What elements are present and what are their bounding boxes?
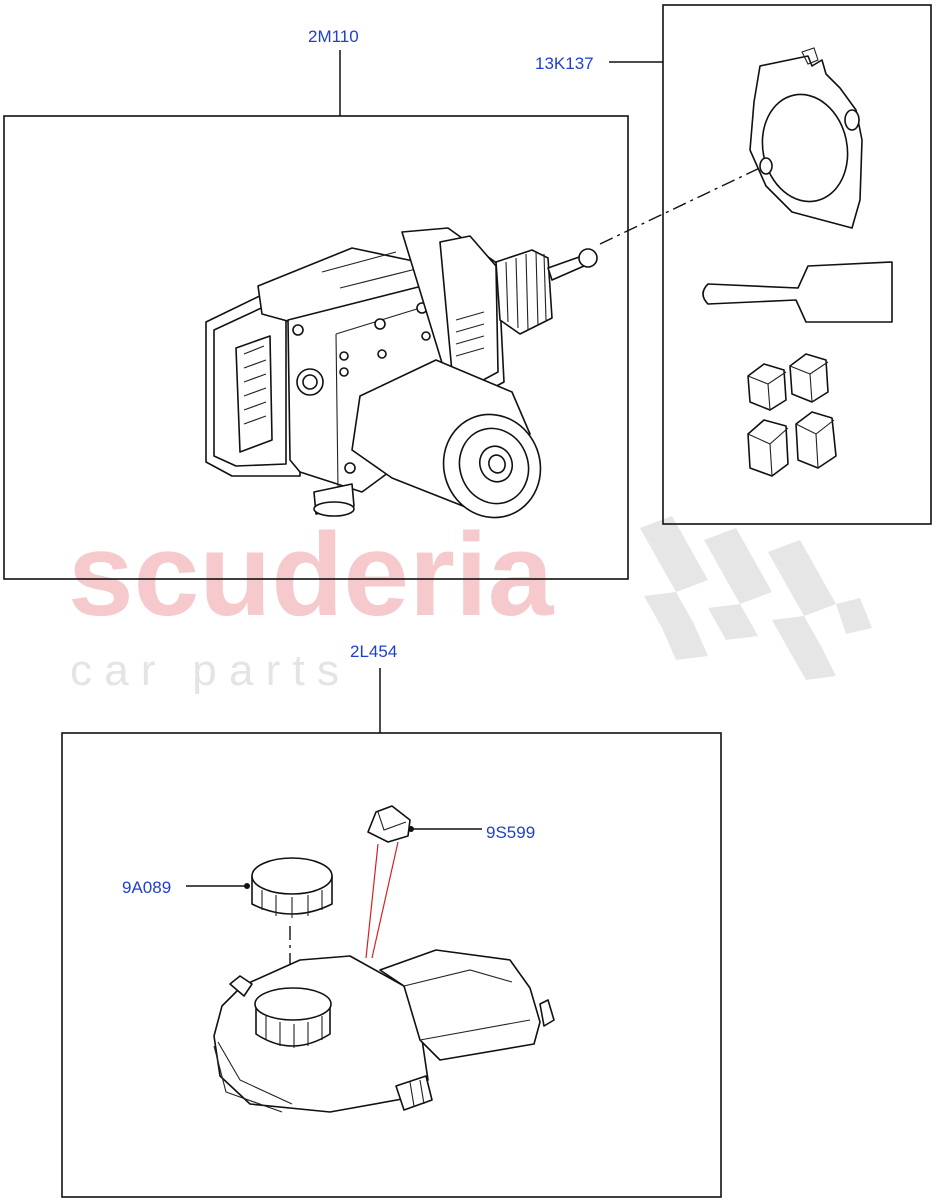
watermark-brand: scuderia: [68, 509, 555, 641]
callout-13k137[interactable]: 13K137: [535, 54, 594, 73]
level-sensor[interactable]: [367, 805, 411, 843]
brake-modulator-unit[interactable]: [205, 227, 598, 531]
grease-sachet[interactable]: [702, 261, 893, 323]
red-leader-right: [371, 841, 399, 959]
booster-gasket[interactable]: [749, 47, 863, 229]
checker-flag-icon: [640, 516, 872, 680]
bolt-set[interactable]: [747, 353, 837, 477]
modulator-panel: [3, 115, 629, 580]
kit-panel: [662, 4, 932, 525]
callout-9a089[interactable]: 9A089: [122, 878, 171, 897]
watermark-tagline: c a r p a r t s: [70, 646, 339, 695]
leader-dot-9a089: [244, 883, 250, 889]
callout-2l454[interactable]: 2L454: [350, 642, 397, 661]
reservoir-cap[interactable]: [251, 857, 333, 918]
watermark: scuderia c a r p a r t s: [68, 509, 872, 695]
reservoir-panel: [61, 732, 722, 1198]
callout-9s599[interactable]: 9S599: [486, 823, 535, 842]
brake-fluid-reservoir[interactable]: [213, 949, 555, 1113]
callout-2m110[interactable]: 2M110: [308, 27, 359, 46]
red-leader-left: [365, 843, 379, 959]
